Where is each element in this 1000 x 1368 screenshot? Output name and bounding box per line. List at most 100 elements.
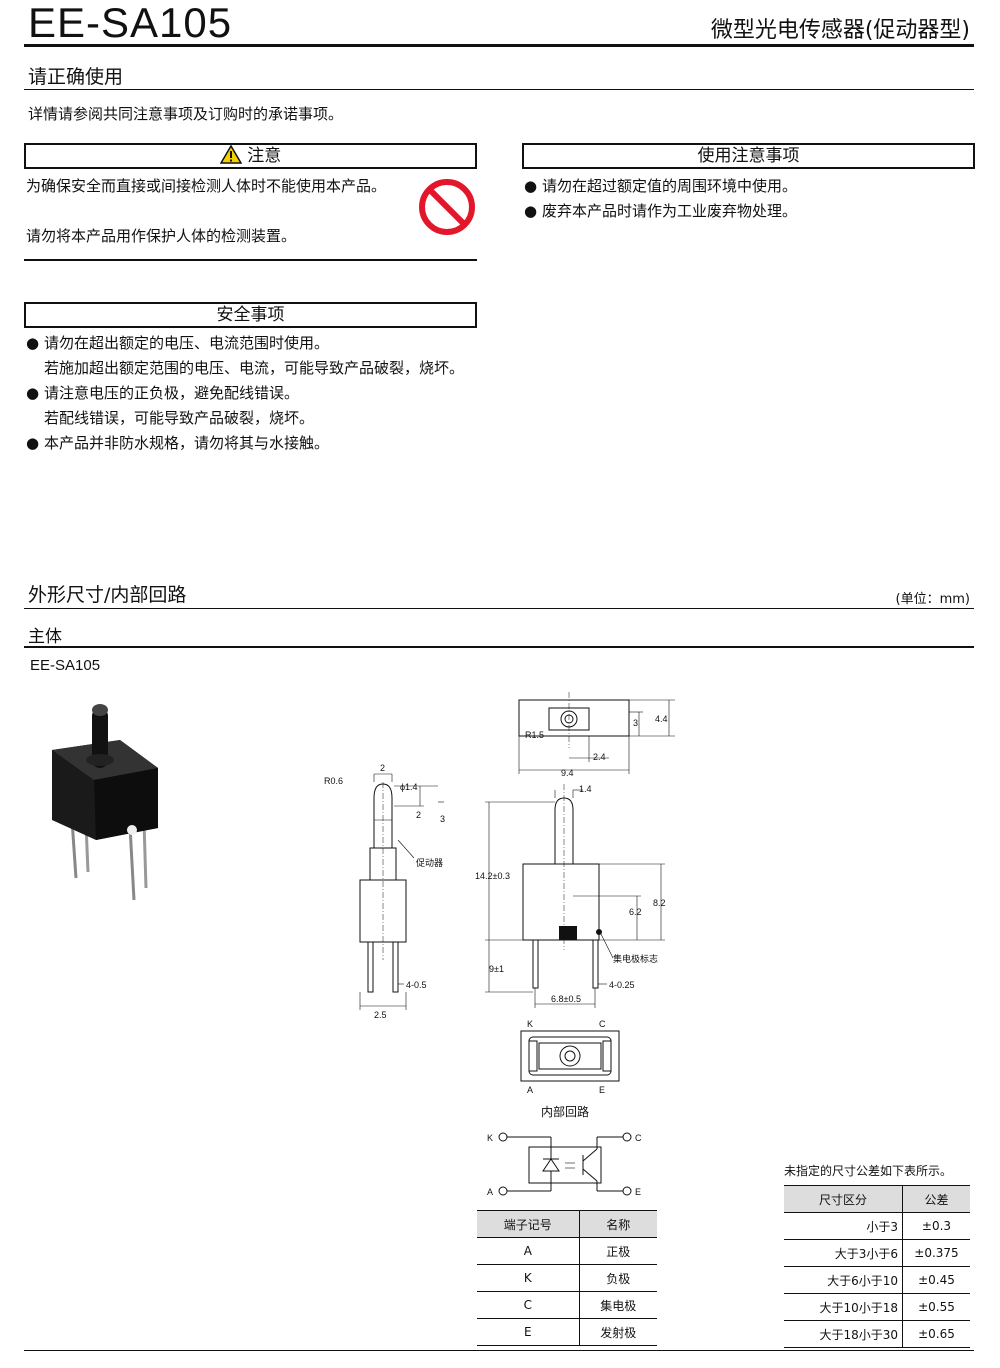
table-header-row: 尺寸区分 公差 [784, 1185, 970, 1213]
tolerance-table: 尺寸区分 公差 小于3±0.3 大于3小于6±0.375 大于6小于10±0.4… [784, 1185, 970, 1348]
table-row: 大于3小于6±0.375 [784, 1239, 970, 1267]
dim-82: 8.2 [653, 898, 666, 908]
table-row: 小于3±0.3 [784, 1212, 970, 1240]
circuit-e: E [635, 1187, 641, 1197]
usage-rule [24, 89, 974, 90]
circuit-a: A [487, 1187, 493, 1197]
pin-symbol: A [477, 1237, 580, 1265]
pin-a-label: A [527, 1085, 533, 1095]
pin-header-name: 名称 [578, 1210, 657, 1238]
tolerance-note: 未指定的尺寸公差如下表所示。 [784, 1164, 953, 1178]
table-row: 大于18小于30±0.65 [784, 1320, 970, 1348]
pin-name: 发射极 [578, 1318, 657, 1346]
caution-rule [24, 259, 477, 261]
footer-rule [24, 1350, 974, 1351]
tol-range: 小于3 [784, 1212, 903, 1240]
tol-value: ±0.55 [902, 1293, 970, 1321]
pin-name: 集电极 [578, 1291, 657, 1319]
caution-line2: 请勿将本产品用作保护人体的检测装置。 [26, 227, 297, 245]
tol-range: 大于10小于18 [784, 1293, 903, 1321]
side-view-drawing: R0.6 2 ϕ1.4 2 3 促动器 4-0.5 2.5 [324, 763, 445, 1020]
caution-header: 注意 [24, 143, 477, 169]
warning-icon [219, 144, 243, 164]
safety-detail: 若施加超出额定范围的电压、电流，可能导致产品破裂，烧坏。 [44, 359, 465, 377]
circuit-k: K [487, 1133, 493, 1143]
precautions-header: 使用注意事项 [522, 143, 975, 169]
prohibition-icon [419, 179, 475, 235]
body-model: EE-SA105 [30, 657, 101, 674]
safety-detail: 若配线错误，可能导致产品破裂，烧坏。 [44, 409, 315, 427]
pin-symbol: C [477, 1291, 580, 1319]
collector-mark-label: 集电极标志 [613, 953, 658, 964]
table-row: 大于6小于10±0.45 [784, 1266, 970, 1294]
table-header-row: 端子记号 名称 [477, 1210, 657, 1238]
usage-intro: 详情请参阅共同注意事项及订购时的承诺事项。 [28, 105, 344, 123]
precautions-list: 请勿在超过额定值的周围环境中使用。 废弃本产品时请作为工业废弃物处理。 [524, 174, 974, 224]
bottom-view-drawing: K C A E [520, 1019, 620, 1095]
body-subtitle: 主体 [28, 627, 62, 647]
precaution-item: 废弃本产品时请作为工业废弃物处理。 [524, 199, 974, 224]
pin-header-symbol: 端子记号 [477, 1210, 580, 1238]
actuator-label: 促动器 [416, 857, 443, 868]
dimensions-title: 外形尺寸/内部回路 [28, 584, 187, 606]
safety-item: 本产品并非防水规格，请勿将其与水接触。 [26, 431, 478, 456]
tol-range: 大于3小于6 [784, 1239, 903, 1267]
front-view-drawing: 1.4 14.2±0.3 8.2 6.2 9±1 集电极标志 4-0.25 6.… [475, 784, 666, 1008]
top-view-drawing: R1.5 3 4.4 2.4 9.4 [518, 692, 675, 778]
header-rule [24, 44, 974, 47]
dim-24: 2.4 [593, 752, 606, 762]
usage-title: 请正确使用 [28, 66, 124, 88]
tol-range: 大于18小于30 [784, 1320, 903, 1348]
dim-9: 9±1 [489, 964, 504, 974]
dim-2-side: 2 [416, 810, 421, 820]
dim-r06: R0.6 [324, 776, 343, 786]
safety-item: 请勿在超出额定的电压、电流范围时使用。 [26, 331, 478, 356]
dim-pin-front: 4-0.25 [609, 980, 635, 990]
circuit-title: 内部回路 [541, 1105, 590, 1119]
pin-name: 正极 [578, 1237, 657, 1265]
product-type: 微型光电传感器(促动器型) [710, 18, 970, 43]
tol-header-value: 公差 [902, 1185, 970, 1213]
unit-label: (单位：mm) [895, 592, 970, 607]
product-photo [52, 704, 158, 901]
safety-list: 请勿在超出额定的电压、电流范围时使用。 若施加超出额定范围的电压、电流，可能导致… [26, 331, 478, 456]
pin-symbol: K [477, 1264, 580, 1292]
dim-2-top: 2 [380, 763, 385, 773]
dim-3-top: 3 [633, 718, 638, 728]
tol-value: ±0.45 [902, 1266, 970, 1294]
dim-phi14: ϕ1.4 [400, 782, 418, 792]
dim-68: 6.8±0.5 [551, 994, 581, 1004]
dim-3-side: 3 [440, 814, 445, 824]
body-rule [24, 646, 974, 648]
dim-142: 14.2±0.3 [475, 871, 510, 881]
dim-44: 4.4 [655, 714, 668, 724]
pin-k-label: K [527, 1019, 533, 1029]
pin-c-label: C [599, 1019, 606, 1029]
dim-62: 6.2 [629, 907, 642, 917]
dim-14-front: 1.4 [579, 784, 592, 794]
dim-94: 9.4 [561, 768, 574, 778]
dim-pin: 4-0.5 [406, 980, 427, 990]
caution-title: 注意 [247, 146, 282, 166]
pin-name: 负极 [578, 1264, 657, 1292]
caution-line1: 为确保安全而直接或间接检测人体时不能使用本产品。 [26, 177, 387, 195]
safety-header: 安全事项 [24, 302, 477, 328]
pin-symbol: E [477, 1318, 580, 1346]
model-title: EE-SA105 [28, 0, 233, 46]
safety-item: 请注意电压的正负极，避免配线错误。 [26, 381, 478, 406]
precaution-item: 请勿在超过额定值的周围环境中使用。 [524, 174, 974, 199]
circuit-c: C [635, 1133, 642, 1143]
dimensions-rule [24, 608, 974, 609]
tol-value: ±0.65 [902, 1320, 970, 1348]
dim-r15: R1.5 [525, 730, 544, 740]
tol-value: ±0.375 [902, 1239, 970, 1267]
table-row: 大于10小于18±0.55 [784, 1293, 970, 1321]
internal-circuit: K C A E [487, 1132, 642, 1197]
tol-range: 大于6小于10 [784, 1266, 903, 1294]
tol-header-range: 尺寸区分 [784, 1185, 903, 1213]
tol-value: ±0.3 [902, 1212, 970, 1240]
